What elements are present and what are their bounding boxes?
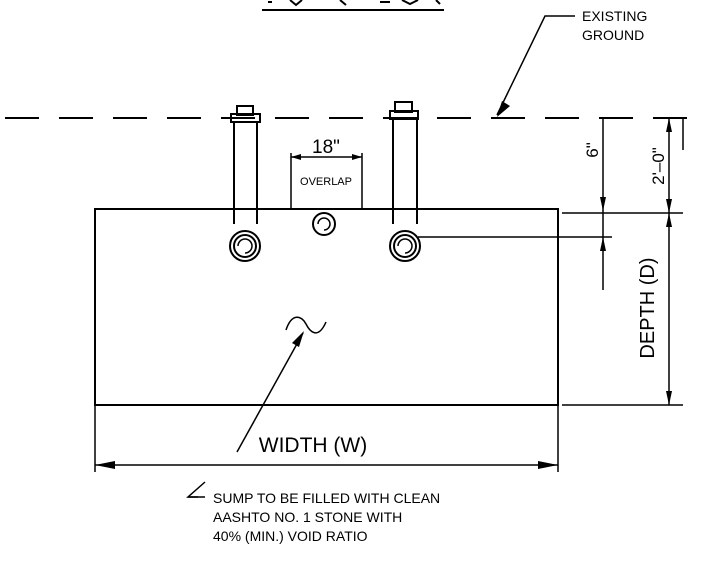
sump-outline [94, 208, 559, 406]
title-fragment [262, 0, 444, 11]
note-leader [186, 331, 304, 498]
depth-dimension [562, 118, 684, 406]
note-line-3: 40% (MIN.) VOID RATIO [213, 528, 368, 544]
existing-ground-label-line2: GROUND [582, 27, 644, 43]
existing-ground-label-line1: EXISTING [582, 8, 647, 24]
overlap-dimension [290, 153, 363, 210]
riser-pipe-left [229, 105, 261, 262]
note-line-1: SUMP TO BE FILLED WITH CLEAN [213, 490, 440, 506]
riser-pipe-right [389, 101, 421, 262]
width-label: WIDTH (W) [259, 434, 367, 457]
overlap-dimension-value: 18" [312, 137, 340, 158]
stone-fill-symbol [285, 316, 327, 334]
six-inch-label: 6" [583, 142, 602, 158]
note-line-2: AASHTO NO. 1 STONE WITH [213, 509, 402, 525]
six-inch-dimension [418, 118, 612, 290]
overlap-pipe [312, 212, 336, 236]
overlap-label: OVERLAP [300, 176, 352, 188]
depth-label: DEPTH (D) [637, 257, 659, 358]
existing-ground-leader [496, 15, 575, 117]
width-dimension [94, 405, 559, 472]
two-foot-label: 2'–0" [649, 147, 668, 185]
